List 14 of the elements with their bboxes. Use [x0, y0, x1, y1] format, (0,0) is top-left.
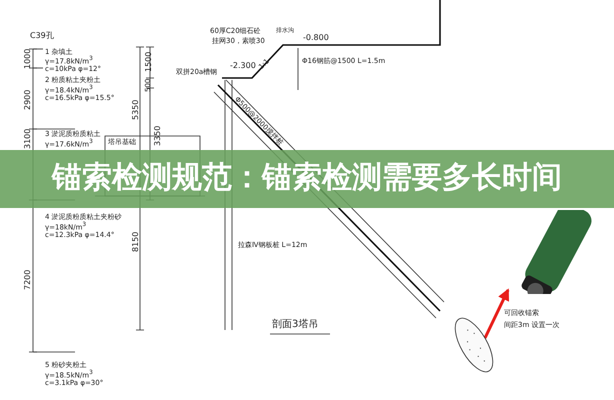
section-title: 剖面3塔吊 [272, 320, 318, 330]
borehole-label: C39孔 [30, 32, 54, 40]
arrow [484, 288, 510, 339]
dimension-label: 5350 [132, 100, 140, 120]
dimension-label: 1500 [145, 52, 153, 72]
dimension-label: 8150 [132, 232, 140, 252]
dimension-label: 7200 [24, 270, 32, 290]
elevation-label: -0.800 [303, 34, 329, 42]
dimension-label: 1000 [24, 48, 32, 69]
title-text: 锚索检测规范：锚索检测需要多长时间 [52, 163, 562, 193]
dimension-label: 3100 [24, 128, 32, 149]
elevation-label: -2.300 [230, 62, 256, 70]
dimension-label: 2900 [24, 90, 32, 110]
dimension-label: 3350 [154, 126, 162, 146]
